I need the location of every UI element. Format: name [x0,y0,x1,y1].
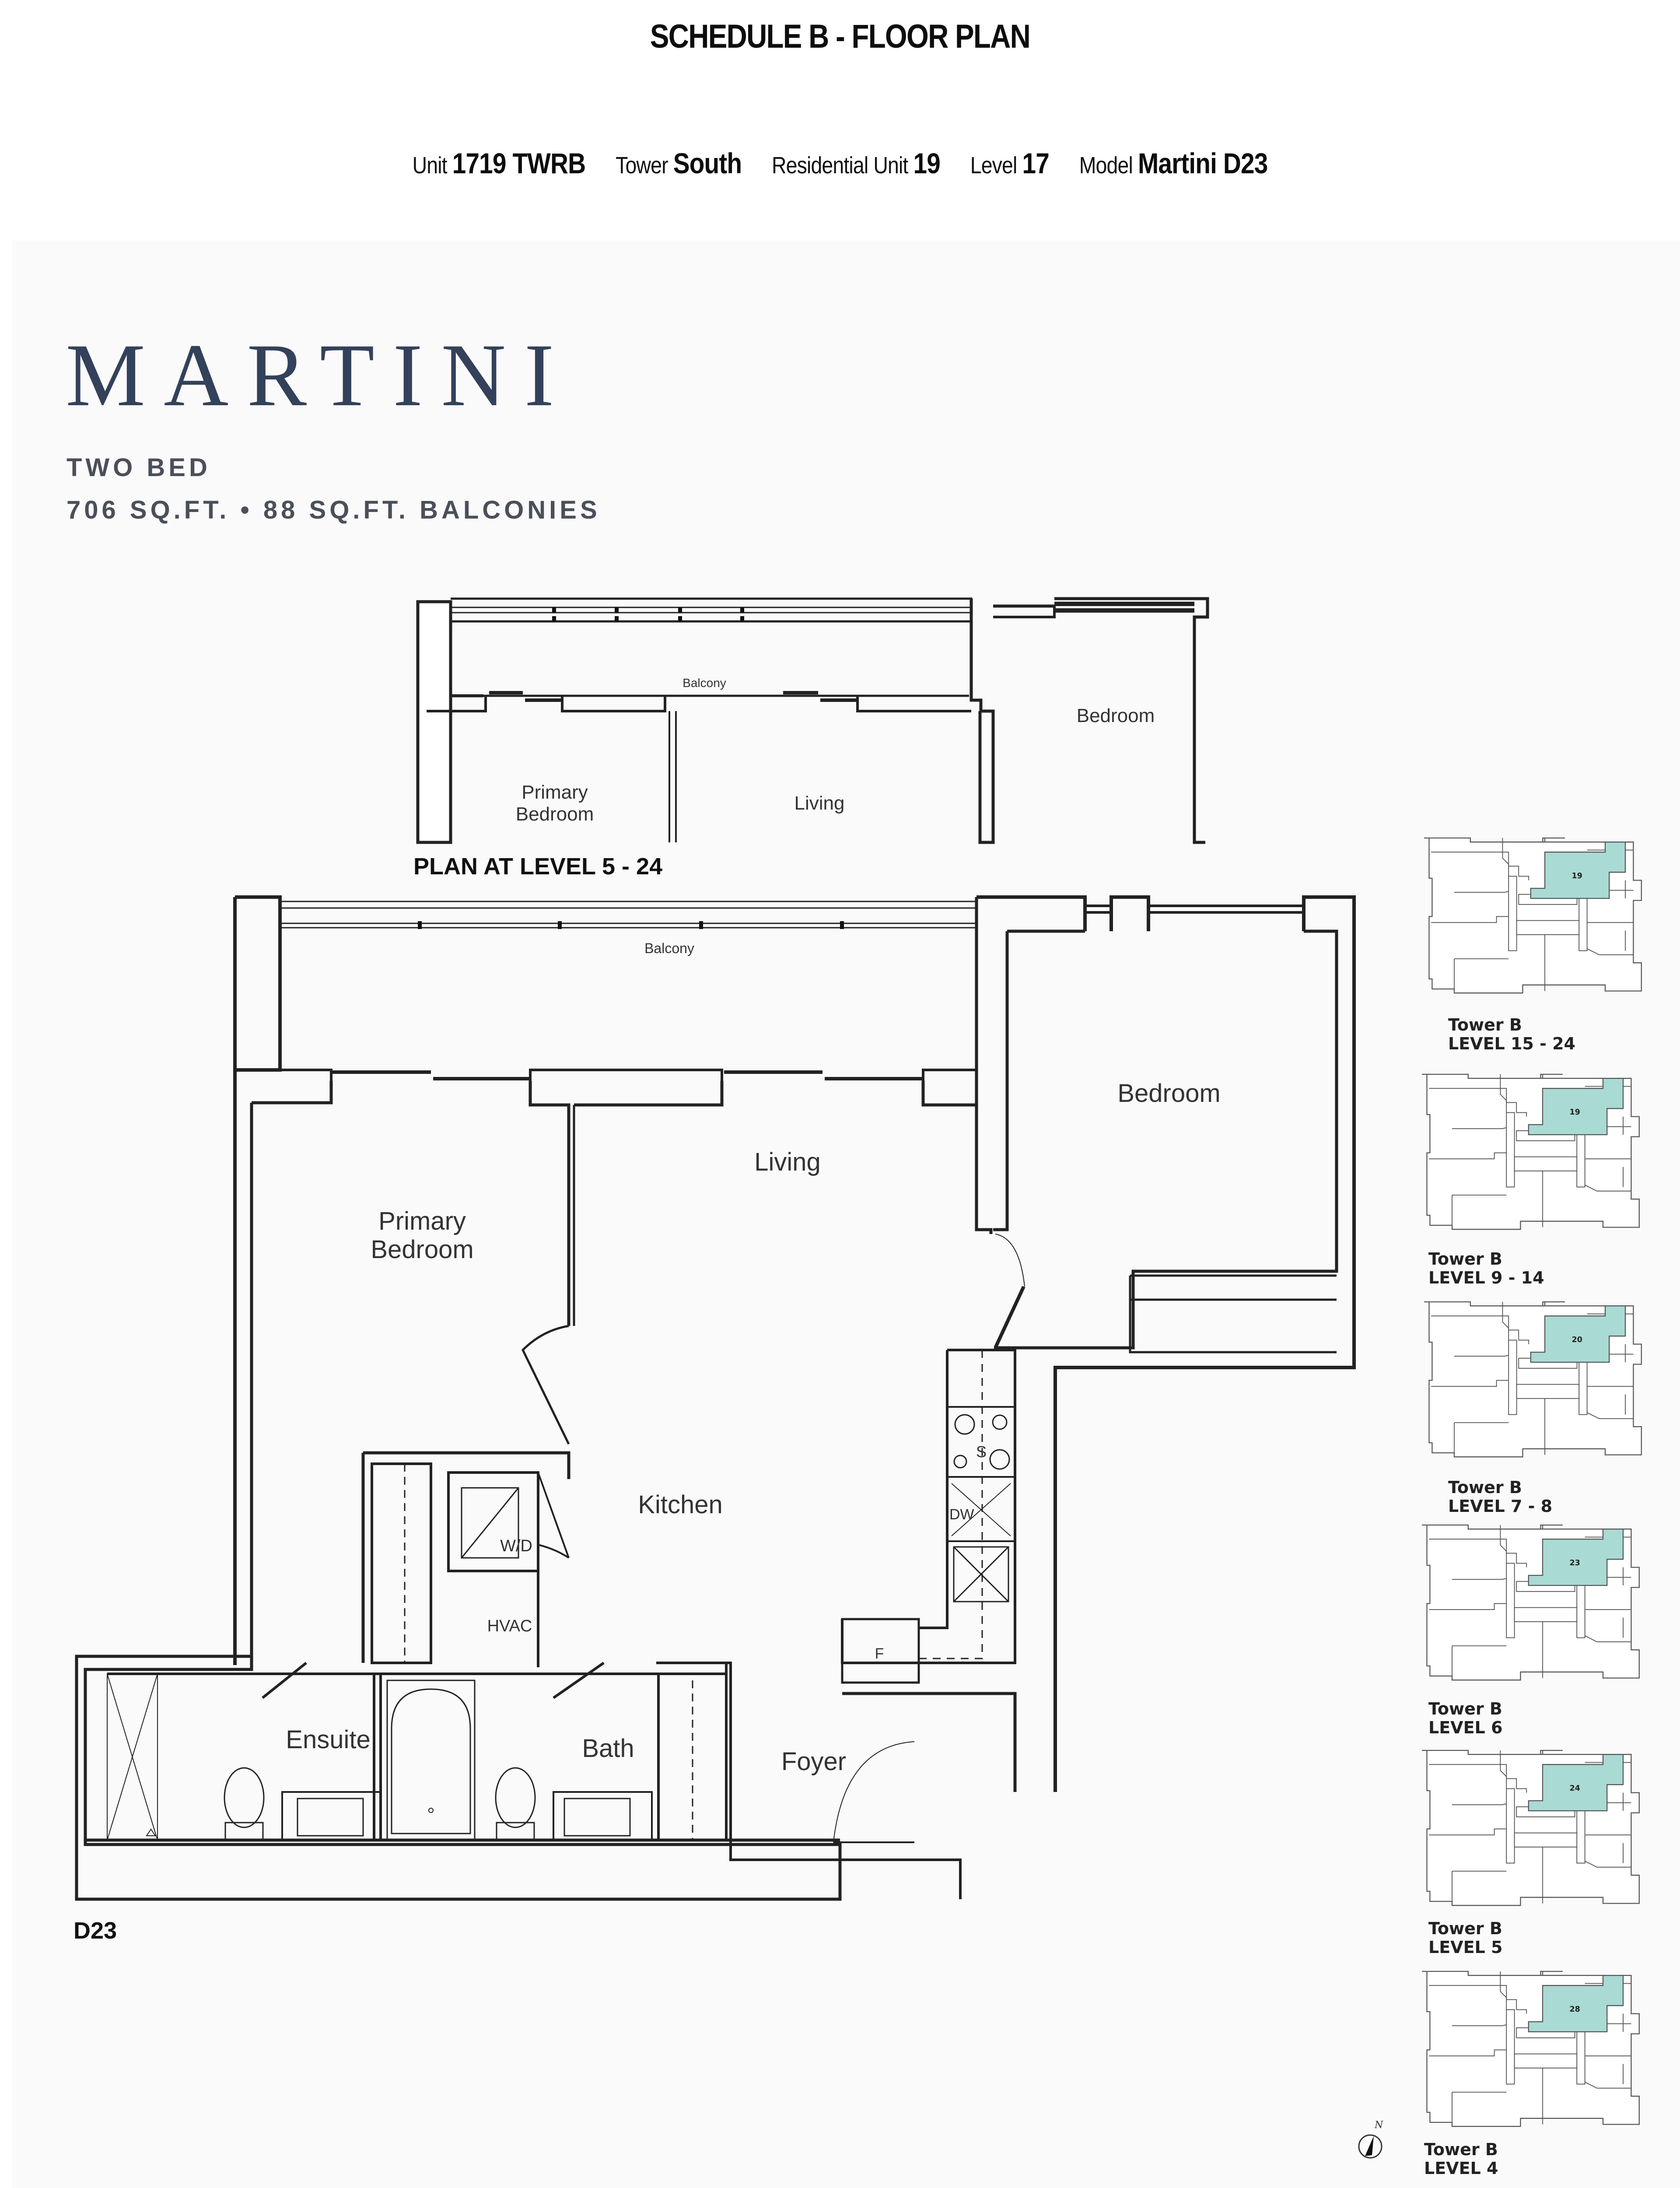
model-field: Model Martini D23 [1079,147,1268,180]
page-title: SCHEDULE B - FLOOR PLAN [650,18,1031,55]
washer-dryer-label: W/D [500,1537,532,1555]
key-tower-2: Tower B [1428,1249,1502,1269]
key-plan-6: 28 [1421,1971,1640,2127]
key-unit-5: 24 [1569,1784,1580,1793]
key-level-6: LEVEL 4 [1424,2159,1498,2178]
upper-living-label: Living [794,792,845,814]
fridge-label: F [875,1645,884,1662]
unit-info-row: Unit 1719 TWRB Tower South Residential U… [118,147,1562,180]
key-level-1: LEVEL 15 - 24 [1448,1034,1575,1053]
key-unit-6: 28 [1569,2005,1580,2014]
upper-bedroom-label: Bedroom [1077,705,1155,726]
foyer-label: Foyer [781,1747,846,1776]
model-value: Martini D23 [1138,147,1268,179]
unit-value: 1719 TWRB [452,147,586,179]
level-label: Level [970,152,1018,179]
main-bedroom-label: Bedroom [1117,1079,1220,1108]
unit-area: 706 SQ.FT. • 88 SQ.FT. BALCONIES [66,496,601,524]
key-unit-4: 23 [1569,1559,1580,1567]
upper-plan [416,597,1209,844]
key-tower-4: Tower B [1428,1699,1502,1718]
key-tower-6: Tower B [1424,2140,1498,2159]
main-primary-label-1: Primary [378,1207,466,1235]
upper-primary-label-2: Bedroom [516,803,594,825]
north-arrow-icon: N [1358,2120,1383,2159]
model-label: Model [1079,152,1133,179]
key-level-5: LEVEL 5 [1428,1938,1502,1957]
north-label: N [1374,2120,1383,2131]
bath-label: Bath [582,1734,634,1763]
key-level-4: LEVEL 6 [1428,1718,1502,1737]
key-plan-4: 23 [1421,1524,1640,1681]
tower-field: Tower South [616,147,742,180]
residential-unit-label: Residential Unit [771,152,908,179]
upper-balcony-label: Balcony [682,676,726,690]
key-plan-2: 19 [1421,1073,1640,1230]
key-tower-1: Tower B [1448,1015,1522,1034]
key-unit-2: 19 [1569,1108,1580,1117]
dishwasher-label: DW [949,1506,974,1523]
level-value: 17 [1022,147,1049,179]
hvac-label: HVAC [487,1617,532,1635]
main-balcony-label: Balcony [644,940,694,956]
upper-primary-label-1: Primary [522,782,588,803]
ensuite-label: Ensuite [286,1725,370,1754]
main-plan [75,895,1356,1901]
key-unit-1: 19 [1572,872,1582,880]
main-primary-label-2: Bedroom [371,1235,473,1264]
key-unit-3: 20 [1572,1336,1582,1344]
brand-name: MARTINI [66,326,573,425]
key-plan-1: 19 [1423,837,1642,994]
kitchen-label: Kitchen [638,1490,722,1519]
model-code: D23 [74,1918,117,1944]
key-plan-3: 20 [1423,1301,1642,1458]
main-living-label: Living [754,1148,821,1176]
key-tower-5: Tower B [1428,1919,1502,1938]
key-level-2: LEVEL 9 - 14 [1428,1268,1544,1287]
residential-unit-value: 19 [913,147,941,179]
level-field: Level 17 [970,147,1050,180]
floor-plan-panel [12,241,1680,2188]
tower-value: South [673,147,742,179]
key-level-3: LEVEL 7 - 8 [1448,1497,1552,1516]
key-plan-5: 24 [1421,1750,1640,1906]
key-tower-3: Tower B [1448,1478,1522,1497]
tower-label: Tower [616,152,668,179]
unit-field: Unit 1719 TWRB [413,147,586,180]
unit-type: TWO BED [66,453,211,482]
stove-label: S [976,1443,987,1461]
unit-label: Unit [412,152,448,179]
residential-unit-field: Residential Unit 19 [771,147,941,180]
upper-plan-caption: PLAN AT LEVEL 5 - 24 [413,853,662,880]
